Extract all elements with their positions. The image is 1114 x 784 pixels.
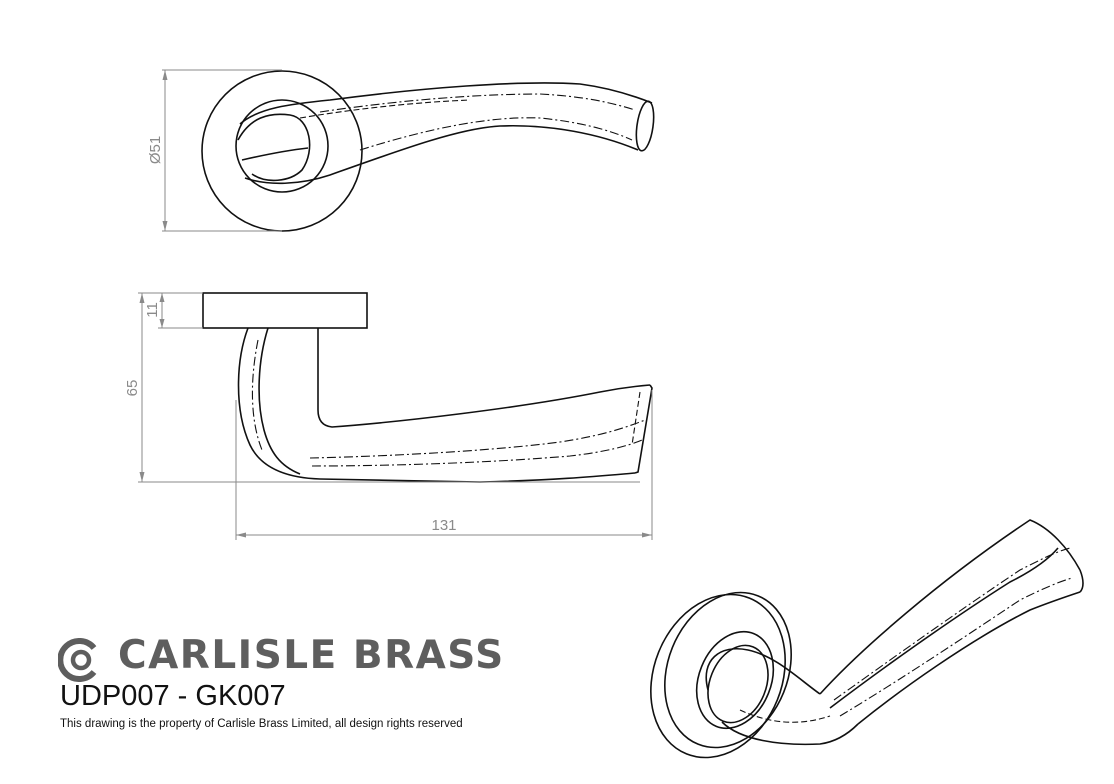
lever-neck-curve <box>237 113 311 182</box>
iso-rose-back <box>664 591 792 749</box>
diameter-label: Ø51 <box>147 136 164 164</box>
lever-top-hidden-line-3 <box>299 99 471 119</box>
iso-shank-lower <box>721 721 859 746</box>
iso-hidden-3 <box>739 709 831 723</box>
rights-notice: This drawing is the property of Carlisle… <box>60 718 463 730</box>
shank-inner-edge <box>317 328 651 428</box>
length-label: 131 <box>431 517 456 534</box>
lever-tip-end <box>635 100 655 152</box>
lever-side-tip <box>634 384 653 474</box>
length-dimension <box>235 390 653 540</box>
iso-lever-upper <box>819 519 1081 695</box>
diameter-dimension <box>162 69 282 232</box>
iso-hidden-1 <box>833 547 1071 701</box>
lever-side-hidden-1 <box>309 419 646 459</box>
isometric-view <box>650 519 1084 759</box>
rose-side-block <box>202 292 368 329</box>
lever-side-hidden-4 <box>631 391 641 446</box>
carlisle-brass-logo-icon <box>58 638 97 682</box>
lever-neck-line <box>241 147 309 161</box>
iso-shank-loop <box>705 648 821 695</box>
lever-top-upper-edge <box>239 82 653 125</box>
lever-side-hidden-3 <box>251 339 263 451</box>
rose-inner-circle <box>235 99 329 193</box>
lever-top-hidden-line-2 <box>359 117 633 151</box>
iso-hidden-2 <box>839 577 1073 717</box>
iso-lever-middle <box>829 547 1059 709</box>
rose-thickness-dimension <box>138 292 203 329</box>
product-code: UDP007 - GK007 <box>60 680 286 712</box>
rose-thickness-label: 11 <box>144 302 161 318</box>
lever-top-lower-edge <box>244 124 639 185</box>
lever-side-hidden-2 <box>311 439 643 467</box>
iso-rose-inner <box>695 630 775 730</box>
projection-dimension <box>138 293 640 483</box>
iso-rose-inner-2 <box>707 644 769 724</box>
iso-lever-lower <box>857 591 1081 725</box>
iso-lever-tip <box>1079 569 1084 593</box>
shank-front-line <box>258 327 301 475</box>
lever-top-hidden-line-1 <box>319 93 636 113</box>
projection-label: 65 <box>124 380 141 397</box>
shank-outer-edge <box>237 327 636 483</box>
brand-name: CARLISLE BRASS <box>118 633 505 678</box>
side-view <box>202 292 653 483</box>
iso-rose-outer <box>650 593 786 759</box>
top-view <box>201 70 655 232</box>
